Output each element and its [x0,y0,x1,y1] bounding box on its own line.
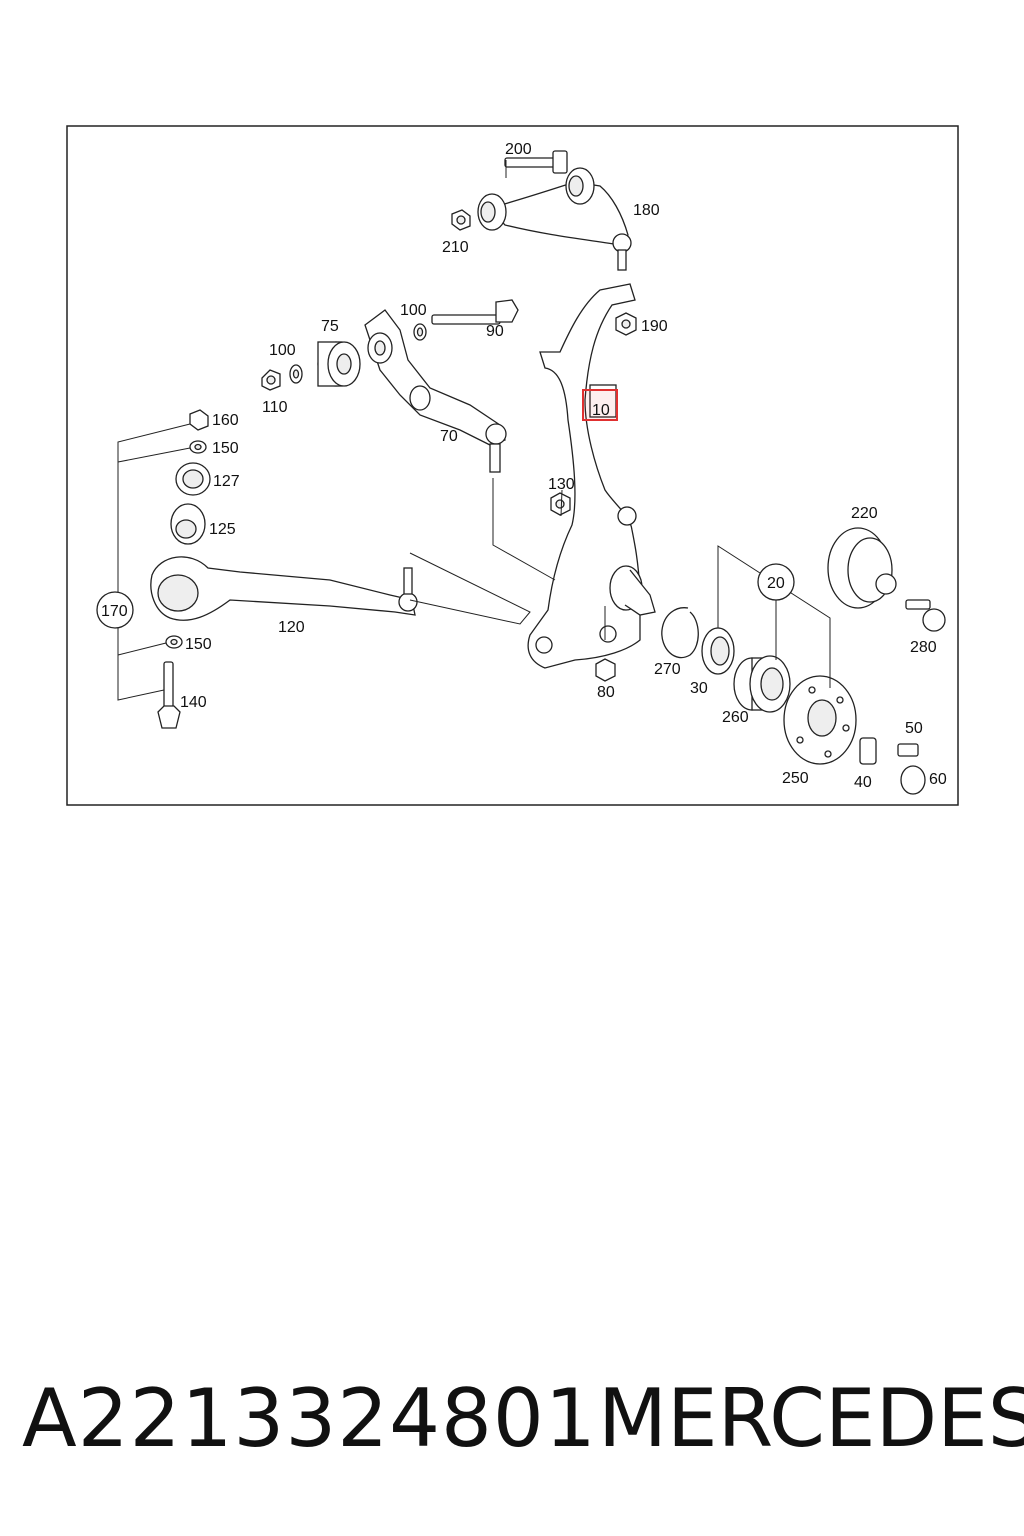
callout-260: 260 [722,709,749,726]
part-280-bolt [905,599,946,632]
part-260-bearing [733,655,791,713]
part-150-washer-bottom [165,635,183,649]
callout-130: 130 [548,476,575,493]
part-50-screw [897,743,919,757]
callout-40: 40 [854,774,872,791]
callout-270: 270 [654,661,681,678]
part-30-seal [701,627,735,675]
callout-180: 180 [633,202,660,219]
callout-250: 250 [782,770,809,787]
callout-20: 20 [767,575,785,592]
callout-127: 127 [213,473,240,490]
part-120-lower-arm [150,556,418,621]
callout-200: 200 [505,141,532,158]
callout-100-left: 100 [269,342,296,359]
part-75-bushing [317,341,361,387]
part-number: A2213324801 [22,1372,597,1465]
callout-75: 75 [321,318,339,335]
part-100-washer-top [413,323,427,341]
part-127-bushing [175,462,211,496]
callout-170: 170 [101,603,128,620]
callout-120: 120 [278,619,305,636]
footer: A2213324801 MERCEDES [0,1372,1024,1482]
group-170-circle [96,591,134,629]
callout-70: 70 [440,428,458,445]
callout-150-top: 150 [212,440,239,457]
part-80-nut [595,658,616,682]
callout-50: 50 [905,720,923,737]
callout-30: 30 [690,680,708,697]
brand-name: MERCEDES [598,1372,1024,1465]
part-10-highlight [582,389,618,421]
part-60-cap [900,765,926,795]
callout-220: 220 [851,505,878,522]
callout-160: 160 [212,412,239,429]
part-110-nut [261,369,281,391]
callout-80: 80 [597,684,615,701]
part-150-washer-top [189,440,207,454]
part-140-bolt [157,661,181,729]
part-200-bolt [504,150,568,174]
part-220-dust-cover [827,527,897,609]
callout-60: 60 [929,771,947,788]
part-210-nut [451,209,471,231]
part-190-nut [615,312,637,336]
callout-125: 125 [209,521,236,538]
callout-210: 210 [442,239,469,256]
group-20-circle [757,563,795,601]
callout-280: 280 [910,639,937,656]
part-70-lower-arm [364,309,507,473]
part-130-nut [550,492,571,516]
callout-110: 110 [262,399,288,416]
part-180-upper-arm [477,167,632,271]
part-100-washer-left [289,364,303,384]
callout-190: 190 [641,318,668,335]
part-40-clip [859,737,877,765]
part-125-bushing [170,503,206,545]
callout-150-bottom: 150 [185,636,212,653]
part-90-bolt [431,299,519,325]
callout-140: 140 [180,694,207,711]
part-270-circlip [661,607,699,659]
part-10-steering-knuckle [527,283,656,669]
callout-90: 90 [486,323,504,340]
callout-100-top: 100 [400,302,427,319]
callout-10: 10 [592,402,610,419]
part-250-hub [783,675,857,765]
group-170-bracket [117,423,191,701]
parts-diagram: 200 180 210 190 100 90 75 100 110 70 10 … [66,125,959,806]
